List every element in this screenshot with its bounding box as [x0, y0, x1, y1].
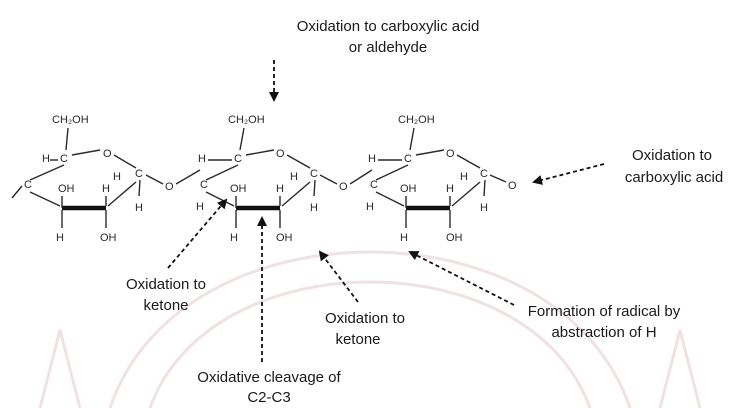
arrow-left-ketone: [167, 198, 228, 269]
label-left-ketone-line1: Oxidation to: [126, 276, 206, 293]
c1-label-3: C: [480, 168, 488, 180]
glucose-ring-2: CH₂OH C H O C H H C H OH H H OH O: [196, 114, 373, 244]
arrow-mid-ketone: [318, 250, 359, 303]
label-radical-line1: Formation of radical by: [528, 303, 681, 320]
c5-label-3: C: [404, 153, 412, 165]
glucose-ring-3: CH₂OH C H O C H H C H OH H H OH O: [366, 114, 517, 244]
h-label-3a: H: [368, 153, 376, 165]
arrow-right: [532, 163, 605, 185]
c5-label-2: C: [234, 153, 242, 165]
h-label-3f: H: [446, 183, 454, 195]
terminal-o: O: [508, 180, 517, 192]
h-label-3c: H: [480, 202, 488, 214]
ring-oxygen-2: O: [276, 148, 285, 160]
oh-label-3a: OH: [400, 183, 417, 195]
label-top-line1: Oxidation to carboxylic acid: [297, 18, 480, 35]
h-label-2d: H: [196, 201, 204, 213]
h-label-2a: H: [198, 153, 206, 165]
h-label-2e: H: [230, 232, 238, 244]
label-top-line2: or aldehyde: [349, 39, 427, 56]
ch2oh-label-2: CH₂OH: [228, 114, 265, 126]
label-cleavage-line1: Oxidative cleavage of: [197, 369, 341, 386]
c1-label-2: C: [310, 168, 318, 180]
h-label-1c: H: [135, 202, 143, 214]
h-label-2b: H: [290, 171, 298, 183]
c1-label-1: C: [135, 168, 143, 180]
oh-label-2a: OH: [230, 183, 247, 195]
h-label-3d: H: [366, 201, 374, 213]
oh-label-3b: OH: [446, 232, 463, 244]
oh-label-1b: OH: [100, 232, 117, 244]
label-right-line2: carboxylic acid: [625, 169, 723, 186]
h-label-1e: H: [102, 183, 110, 195]
h-label-1b: H: [113, 171, 121, 183]
ch2oh-label-3: CH₂OH: [398, 114, 435, 126]
h-label-3e: H: [400, 232, 408, 244]
label-right-line1: Oxidation to: [632, 147, 712, 164]
h-label-2f: H: [276, 183, 284, 195]
c5-label-1: C: [60, 153, 68, 165]
h-label-2c: H: [310, 202, 318, 214]
h-label-3b: H: [460, 171, 468, 183]
label-mid-ketone-line2: ketone: [335, 331, 380, 348]
c4-label-2: C: [200, 179, 208, 191]
oh-label-2b: OH: [276, 232, 293, 244]
glycosidic-o-1: O: [165, 181, 174, 193]
glycosidic-o-2: O: [339, 181, 348, 193]
label-left-ketone-line2: ketone: [143, 297, 188, 314]
ring-oxygen-3: O: [446, 148, 455, 160]
ring-oxygen-1: O: [103, 148, 112, 160]
label-radical-line2: abstraction of H: [551, 324, 656, 341]
arrow-radical: [408, 251, 515, 306]
h-label-1d: H: [56, 232, 64, 244]
h-label-1a: H: [42, 153, 50, 165]
label-mid-ketone-line1: Oxidation to: [325, 310, 405, 327]
label-cleavage-line2: C2-C3: [247, 389, 290, 406]
glucose-ring-1: CH₂OH C H O C H H C OH H H OH O: [11, 114, 201, 244]
oh-label-1a: OH: [58, 183, 75, 195]
c4-label-3: C: [370, 179, 378, 191]
watermark: [38, 250, 702, 408]
c4-label-1: C: [24, 179, 32, 191]
ch2oh-label-1: CH₂OH: [52, 114, 89, 126]
